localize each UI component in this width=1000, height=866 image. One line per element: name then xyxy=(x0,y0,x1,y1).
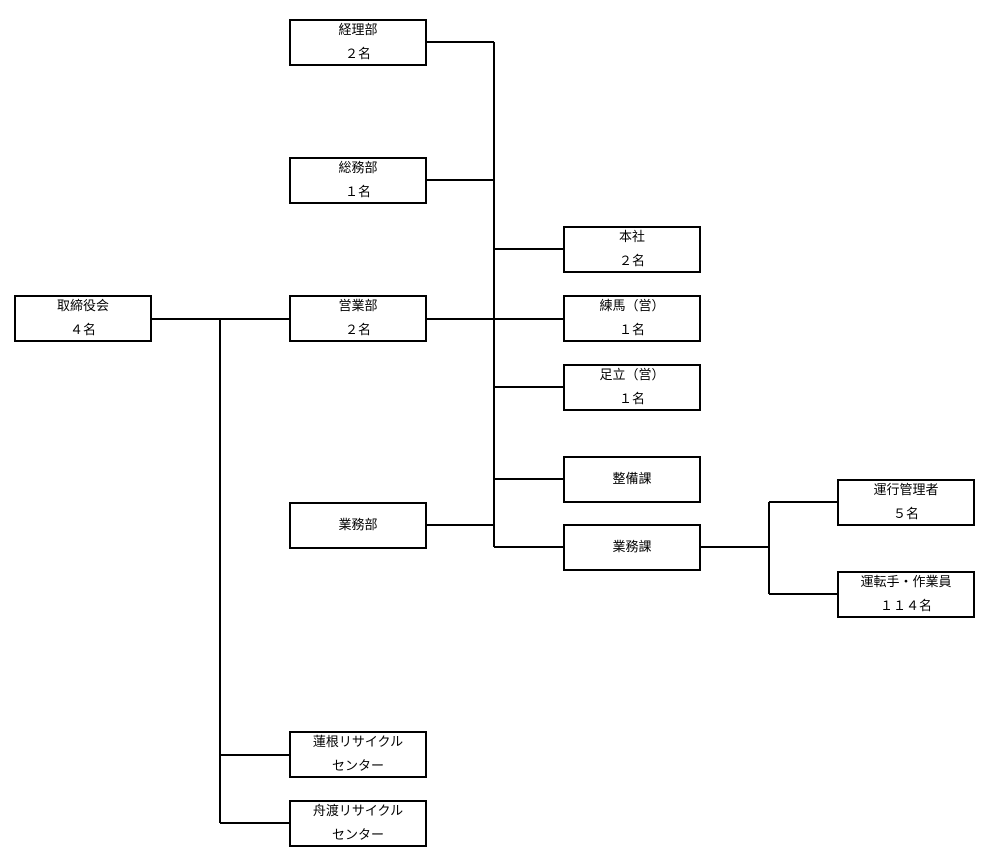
node-adachi: 足立（営） １名 xyxy=(563,364,701,411)
node-maintenance-name: 整備課 xyxy=(612,471,652,487)
node-adachi-count: １名 xyxy=(618,391,645,407)
node-board-count: ４名 xyxy=(69,322,96,338)
node-hasune-recycle-sub: センター xyxy=(331,758,384,774)
node-operations-section-name: 業務課 xyxy=(612,539,652,555)
node-accounting: 経理部 ２名 xyxy=(289,19,427,66)
node-operation-managers-count: ５名 xyxy=(892,506,919,522)
node-nerima-name: 練馬（営） xyxy=(599,298,665,314)
node-accounting-count: ２名 xyxy=(344,46,371,62)
node-drivers-workers-name: 運転手・作業員 xyxy=(860,574,952,590)
node-funado-recycle-sub: センター xyxy=(331,827,384,843)
node-operations-name: 業務部 xyxy=(338,517,378,533)
node-sales: 営業部 ２名 xyxy=(289,295,427,342)
node-operation-managers: 運行管理者 ５名 xyxy=(837,479,975,526)
node-maintenance: 整備課 xyxy=(563,456,701,503)
node-nerima: 練馬（営） １名 xyxy=(563,295,701,342)
node-head-office: 本社 ２名 xyxy=(563,226,701,273)
node-drivers-workers: 運転手・作業員 １１４名 xyxy=(837,571,975,618)
node-board-name: 取締役会 xyxy=(56,298,109,314)
node-general-affairs: 総務部 １名 xyxy=(289,157,427,204)
node-funado-recycle-name: 舟渡リサイクル xyxy=(312,803,404,819)
node-hasune-recycle: 蓮根リサイクル センター xyxy=(289,731,427,778)
node-accounting-name: 経理部 xyxy=(338,22,378,38)
node-sales-name: 営業部 xyxy=(338,298,378,314)
node-board: 取締役会 ４名 xyxy=(14,295,152,342)
node-general-affairs-count: １名 xyxy=(344,184,371,200)
node-sales-count: ２名 xyxy=(344,322,371,338)
node-funado-recycle: 舟渡リサイクル センター xyxy=(289,800,427,847)
node-head-office-count: ２名 xyxy=(618,253,645,269)
node-operations-section: 業務課 xyxy=(563,524,701,571)
node-nerima-count: １名 xyxy=(618,322,645,338)
node-hasune-recycle-name: 蓮根リサイクル xyxy=(312,734,404,750)
node-head-office-name: 本社 xyxy=(618,229,645,245)
node-operation-managers-name: 運行管理者 xyxy=(873,482,939,498)
node-operations: 業務部 xyxy=(289,502,427,549)
node-general-affairs-name: 総務部 xyxy=(338,160,378,176)
node-adachi-name: 足立（営） xyxy=(599,367,665,383)
node-drivers-workers-count: １１４名 xyxy=(879,598,932,614)
